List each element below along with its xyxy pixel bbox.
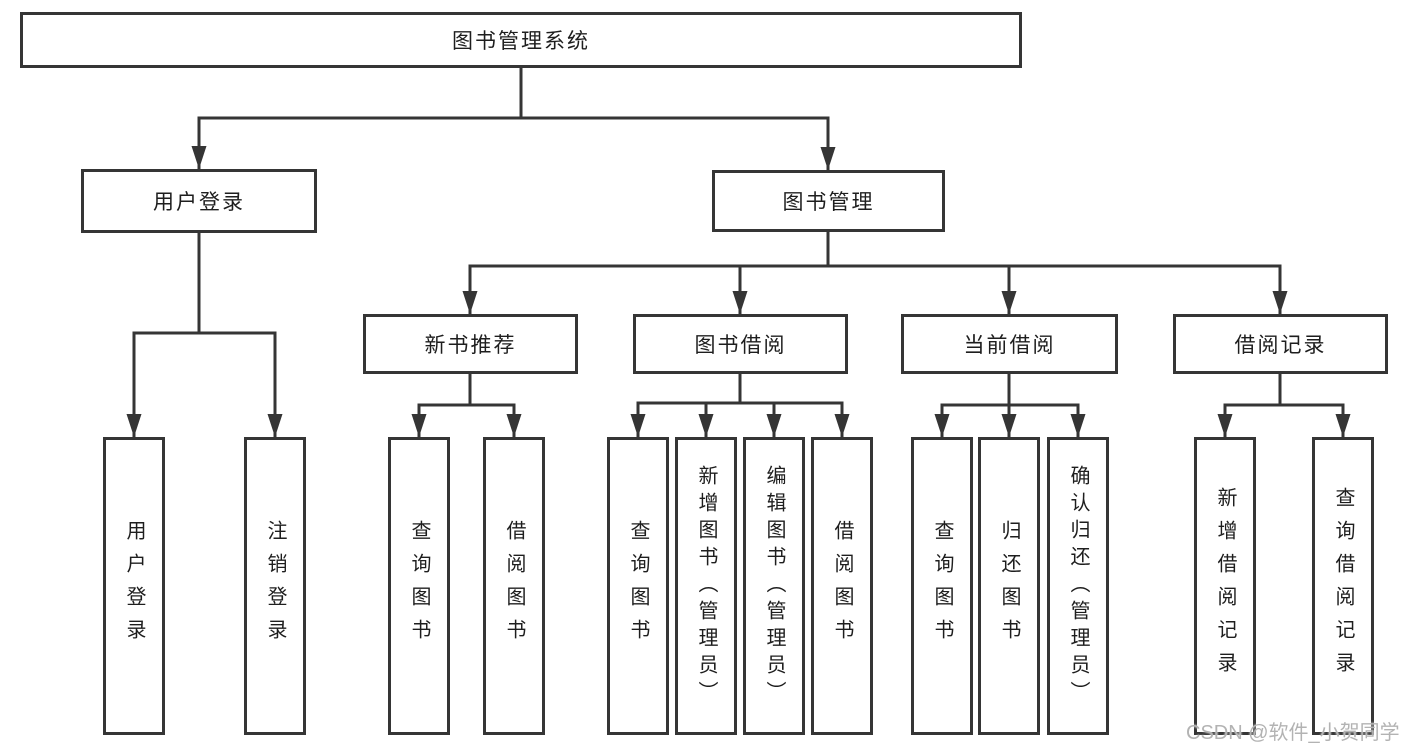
leaf-logout-label: 注销登录 bbox=[264, 520, 286, 652]
leaf-search-book-recommend: 查询图书 bbox=[388, 437, 450, 735]
node-book-management-label: 图书管理 bbox=[782, 191, 875, 214]
leaf-edit-book-admin-label: 编辑图书（管理员） bbox=[763, 464, 785, 708]
leaf-search-book-borrow-label: 查询图书 bbox=[627, 520, 649, 652]
leaf-return-book: 归还图书 bbox=[978, 437, 1040, 735]
node-new-book-recommend-label: 新书推荐 bbox=[424, 334, 517, 357]
leaf-add-book-admin-label: 新增图书（管理员） bbox=[695, 464, 717, 708]
node-root-label: 图书管理系统 bbox=[452, 30, 590, 53]
node-borrow-record-label: 借阅记录 bbox=[1234, 334, 1327, 357]
leaf-add-borrow-record-label: 新增借阅记录 bbox=[1214, 487, 1236, 685]
leaf-search-book-current-label: 查询图书 bbox=[931, 520, 953, 652]
node-book-borrow-label: 图书借阅 bbox=[694, 334, 787, 357]
node-current-borrow: 当前借阅 bbox=[901, 314, 1118, 374]
node-book-management: 图书管理 bbox=[712, 170, 945, 232]
leaf-search-book-borrow: 查询图书 bbox=[607, 437, 669, 735]
leaf-borrow-book: 借阅图书 bbox=[811, 437, 873, 735]
leaf-borrow-book-label: 借阅图书 bbox=[831, 520, 853, 652]
node-root: 图书管理系统 bbox=[20, 12, 1022, 68]
leaf-confirm-return-admin: 确认归还（管理员） bbox=[1047, 437, 1109, 735]
leaf-confirm-return-admin-label: 确认归还（管理员） bbox=[1067, 464, 1089, 708]
leaf-search-borrow-record-label: 查询借阅记录 bbox=[1332, 487, 1354, 685]
leaf-add-book-admin: 新增图书（管理员） bbox=[675, 437, 737, 735]
leaf-borrow-book-recommend: 借阅图书 bbox=[483, 437, 545, 735]
leaf-user-login-label: 用户登录 bbox=[123, 520, 145, 652]
leaf-logout: 注销登录 bbox=[244, 437, 306, 735]
node-book-borrow: 图书借阅 bbox=[633, 314, 848, 374]
watermark: CSDN @软件_小贺同学 bbox=[1186, 722, 1400, 744]
node-current-borrow-label: 当前借阅 bbox=[963, 334, 1056, 357]
leaf-user-login: 用户登录 bbox=[103, 437, 165, 735]
leaf-search-book-recommend-label: 查询图书 bbox=[408, 520, 430, 652]
node-user-login: 用户登录 bbox=[81, 169, 317, 233]
leaf-add-borrow-record: 新增借阅记录 bbox=[1194, 437, 1256, 735]
leaf-search-borrow-record: 查询借阅记录 bbox=[1312, 437, 1374, 735]
leaf-borrow-book-recommend-label: 借阅图书 bbox=[503, 520, 525, 652]
leaf-search-book-current: 查询图书 bbox=[911, 437, 973, 735]
leaf-return-book-label: 归还图书 bbox=[998, 520, 1020, 652]
leaf-edit-book-admin: 编辑图书（管理员） bbox=[743, 437, 805, 735]
node-borrow-record: 借阅记录 bbox=[1173, 314, 1388, 374]
node-new-book-recommend: 新书推荐 bbox=[363, 314, 578, 374]
node-user-login-label: 用户登录 bbox=[153, 191, 245, 214]
